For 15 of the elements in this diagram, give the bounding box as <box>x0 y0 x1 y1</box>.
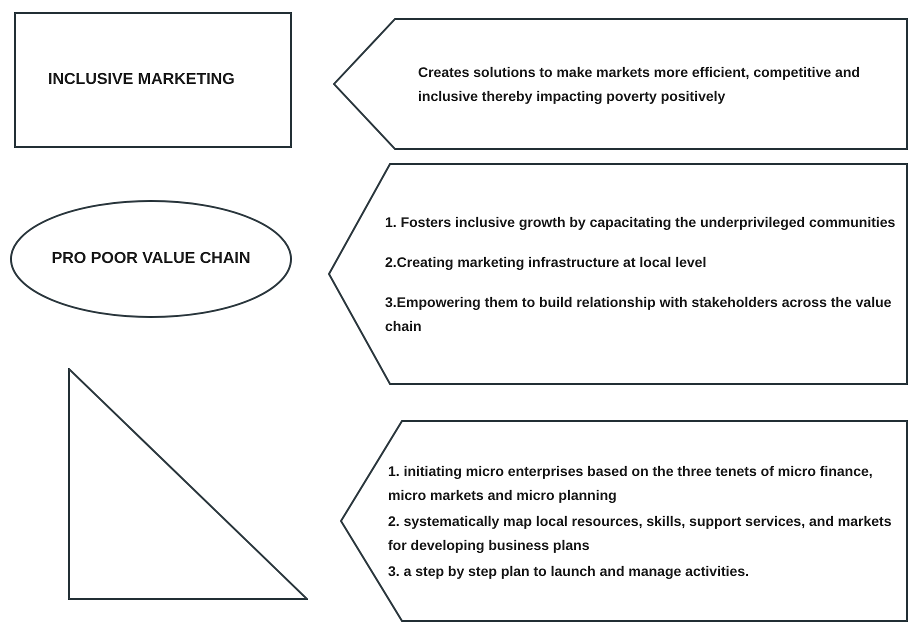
list-item: 3.Empowering them to build relationship with stakeholders across the value chain <box>385 293 892 336</box>
list-item: 1. initiating micro enterprises based on the three tenets of micro finance, micro markets and micro planning <box>388 462 874 505</box>
description-pentagon <box>333 18 908 150</box>
description-pentagon <box>340 420 908 622</box>
node-title: PRO POOR VALUE CHAIN <box>52 249 250 269</box>
description-pentagon <box>328 163 908 385</box>
list-item: 2.Creating marketing infrastructure at local level <box>385 253 708 272</box>
list-item: Creates solutions to make markets more efficient, competitive and inclusive thereby impacting poverty positively <box>418 63 861 106</box>
list-item: 3. a step by step plan to launch and manage activities. <box>388 562 750 581</box>
list-item: 1. Fosters inclusive growth by capacitating the underprivileged communities <box>385 213 896 232</box>
label-ellipse <box>10 200 292 318</box>
triangle-shape <box>68 368 308 600</box>
label-box <box>14 12 292 148</box>
node-title: INCLUSIVE MARKETING <box>48 70 236 90</box>
list-item: 2. systematically map local resources, skills, support services, and markets for developing business plans <box>388 512 892 555</box>
